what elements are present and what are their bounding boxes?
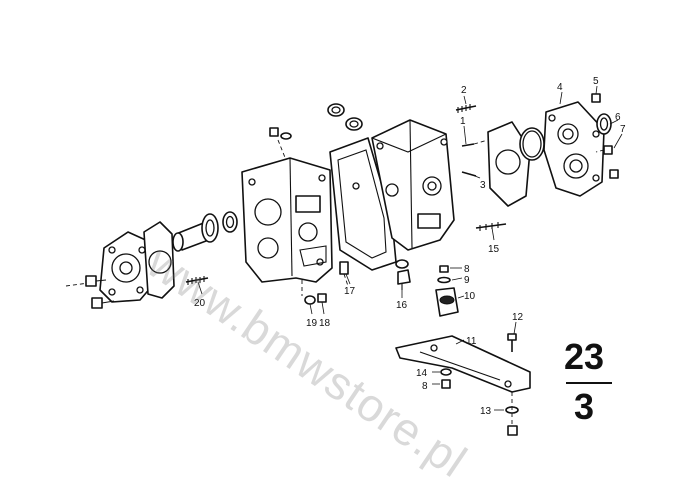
rear-housing <box>241 157 333 283</box>
mounting-bolts-left <box>65 275 115 309</box>
label-3: 3 <box>480 180 486 191</box>
label-4: 4 <box>557 82 563 93</box>
group-number-divider <box>566 382 612 384</box>
label-11: 11 <box>466 336 477 347</box>
group-number-top: 23 <box>564 336 605 377</box>
label-7: 7 <box>620 124 626 135</box>
drain-plug-18-19 <box>301 280 327 305</box>
stud-15 <box>475 222 507 231</box>
label-15: 15 <box>488 244 500 255</box>
radial-seal-6 <box>596 113 612 135</box>
rear-cover-gasket <box>143 221 175 299</box>
seal-ring-left <box>222 211 238 233</box>
rear-end-cover <box>99 231 153 303</box>
label-2: 2 <box>461 85 467 96</box>
sealing-ring <box>519 127 545 161</box>
plug-5 <box>591 93 601 103</box>
label-20: 20 <box>194 298 206 309</box>
front-cover <box>543 101 605 197</box>
label-1: 1 <box>460 116 466 127</box>
label-12: 12 <box>512 312 524 323</box>
label-17: 17 <box>344 286 356 297</box>
label-6: 6 <box>615 112 621 123</box>
part-labels: 2 1 3 4 5 6 7 15 20 17 16 19 18 8 9 10 1… <box>194 76 626 417</box>
rubber-mount <box>435 265 459 317</box>
dowel-1 <box>461 139 489 147</box>
label-5: 5 <box>593 76 599 87</box>
label-14: 14 <box>416 368 428 379</box>
breather-17 <box>339 261 349 287</box>
housing-top-bolt <box>269 127 292 161</box>
label-10: 10 <box>464 291 476 302</box>
stud-2 <box>455 104 477 113</box>
label-19: 19 <box>306 318 318 329</box>
bearing-bushings <box>327 103 363 131</box>
label-18: 18 <box>319 318 331 329</box>
crossmember-hardware <box>440 368 519 436</box>
speedometer-drive-16 <box>395 259 411 290</box>
stud-20 <box>185 276 209 285</box>
crossmember-bolt-12 <box>507 333 517 352</box>
transmission-crossmember <box>395 335 531 393</box>
main-gearbox-housing <box>371 119 455 251</box>
output-shaft-sleeve <box>172 213 219 252</box>
leader-lines <box>197 85 623 411</box>
label-13: 13 <box>480 406 492 417</box>
label-16: 16 <box>396 300 408 311</box>
group-number-bottom: 3 <box>574 386 595 427</box>
label-8-top: 8 <box>464 264 470 275</box>
label-9: 9 <box>464 275 470 286</box>
screw-7 <box>595 145 619 179</box>
label-8-bottom: 8 <box>422 381 428 392</box>
